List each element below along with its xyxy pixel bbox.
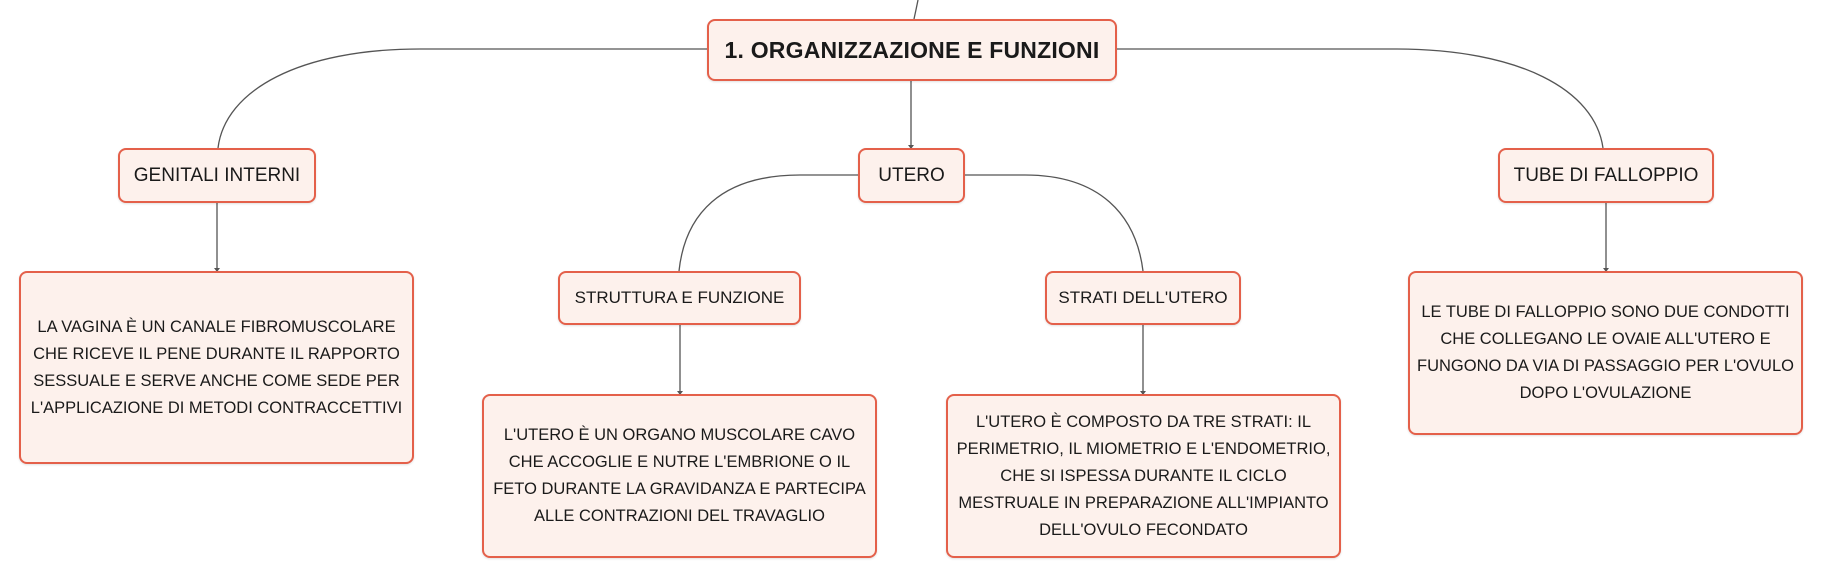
node-strati-description[interactable]: L'UTERO È COMPOSTO DA TRE STRATI: IL PER…: [946, 394, 1341, 558]
node-utero-struttura-description-text: L'UTERO È UN ORGANO MUSCOLARE CAVO CHE A…: [493, 426, 866, 525]
node-tube-description-text: LE TUBE DI FALLOPPIO SONO DUE CONDOTTI C…: [1417, 303, 1794, 402]
node-genitali-interni[interactable]: GENITALI INTERNI: [118, 148, 316, 203]
root-node-label: 1. ORGANIZZAZIONE E FUNZIONI: [724, 36, 1100, 63]
node-utero[interactable]: UTERO: [858, 148, 965, 203]
node-tube-di-falloppio[interactable]: TUBE DI FALLOPPIO: [1498, 148, 1714, 203]
connector-root-genitali: [217, 48, 707, 149]
connector-utero-strati: [965, 174, 1144, 272]
node-tube-di-falloppio-label: TUBE DI FALLOPPIO: [1513, 164, 1699, 186]
connector-parent-to-root: [913, 0, 919, 20]
node-strati-dell-utero[interactable]: STRATI DELL'UTERO: [1045, 271, 1241, 325]
node-struttura-e-funzione-label: STRUTTURA E FUNZIONE: [574, 288, 785, 307]
node-tube-description[interactable]: LE TUBE DI FALLOPPIO SONO DUE CONDOTTI C…: [1408, 271, 1803, 435]
node-strati-dell-utero-label: STRATI DELL'UTERO: [1058, 288, 1228, 307]
connector-utero-struttura: [678, 174, 858, 272]
root-node[interactable]: 1. ORGANIZZAZIONE E FUNZIONI: [707, 19, 1117, 81]
node-genitali-interni-label: GENITALI INTERNI: [133, 164, 301, 186]
node-utero-struttura-description[interactable]: L'UTERO È UN ORGANO MUSCOLARE CAVO CHE A…: [482, 394, 877, 558]
node-vagina-description[interactable]: LA VAGINA È UN CANALE FIBROMUSCOLARE CHE…: [19, 271, 414, 464]
node-vagina-description-text: LA VAGINA È UN CANALE FIBROMUSCOLARE CHE…: [30, 317, 403, 417]
node-utero-label: UTERO: [878, 164, 945, 186]
node-struttura-e-funzione[interactable]: STRUTTURA E FUNZIONE: [558, 271, 801, 325]
connector-root-tube: [1117, 48, 1604, 149]
node-strati-description-text: L'UTERO È COMPOSTO DA TRE STRATI: IL PER…: [956, 412, 1331, 539]
